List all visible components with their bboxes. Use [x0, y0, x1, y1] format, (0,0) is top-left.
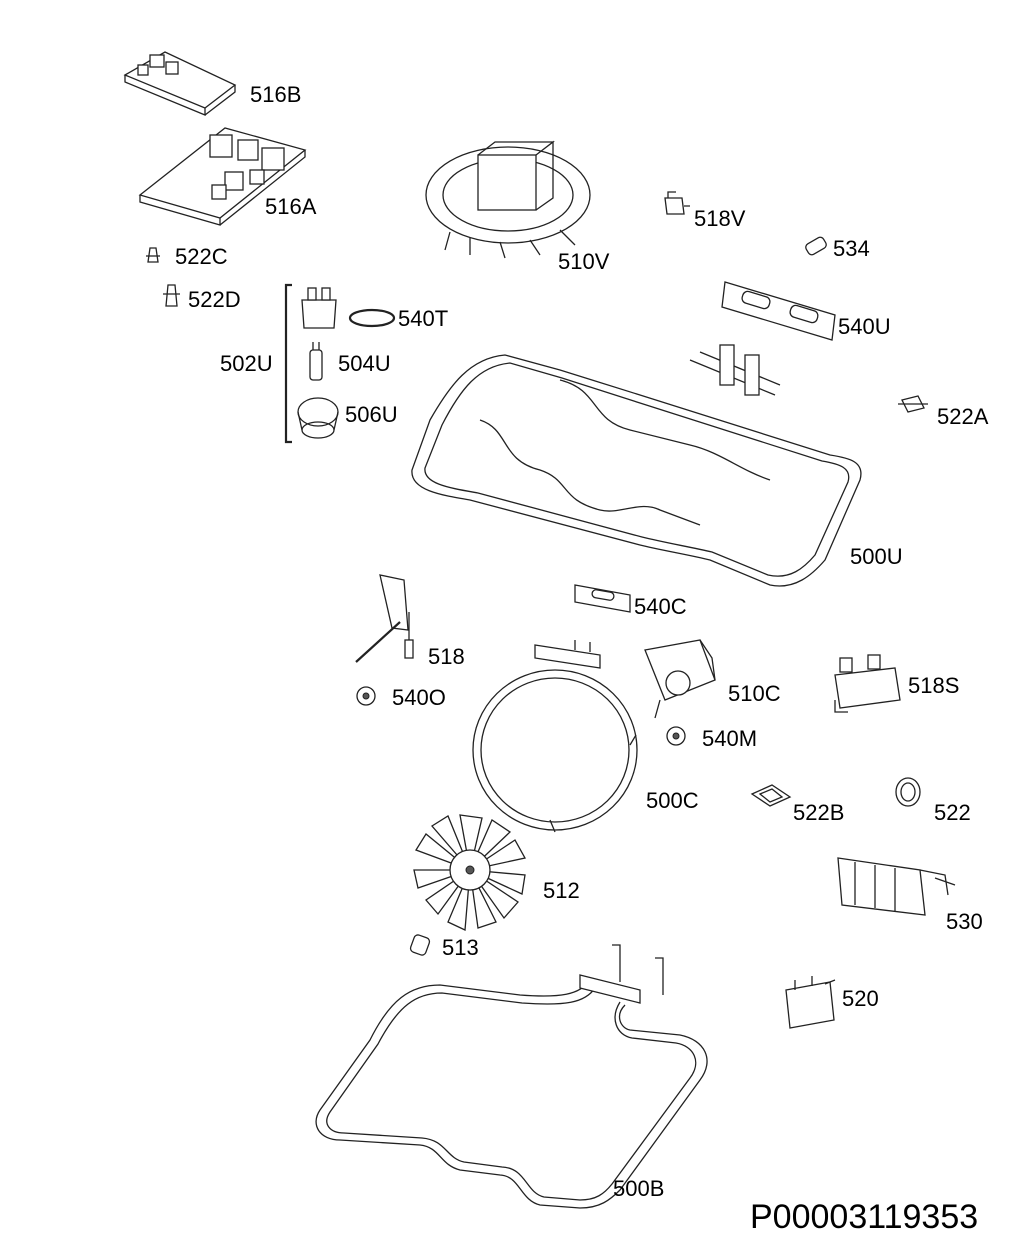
pcb-516b-part	[123, 51, 237, 116]
washer-540o-part	[356, 686, 376, 706]
label-540o: 540O	[392, 685, 446, 710]
label-516b: 516B	[250, 82, 302, 107]
label-500c: 500C	[646, 788, 699, 813]
lamp-holder-part	[301, 287, 337, 329]
washer-540m-part	[666, 726, 686, 746]
label-540m: 540M	[702, 726, 758, 751]
cooling-fan-510v-part	[425, 140, 591, 259]
terminal-block-530-part	[837, 857, 956, 916]
convection-motor-510c-part	[644, 639, 716, 719]
nut-513-part	[409, 934, 431, 956]
gasket-540u-part	[721, 281, 836, 341]
clip-522c-part	[146, 247, 160, 263]
label-504u: 504U	[338, 351, 391, 376]
fan-blade-512-part	[413, 814, 526, 931]
label-518s: 518S	[908, 673, 960, 698]
label-522a: 522A	[937, 404, 989, 429]
label-500u: 500U	[850, 544, 903, 569]
label-502u: 502U	[220, 351, 273, 376]
lamp-cover-506u-part	[297, 397, 339, 439]
label-540u: 540U	[838, 314, 891, 339]
clamp-522-part	[895, 777, 921, 807]
label-516a: 516A	[265, 194, 317, 219]
group-bracket-502u	[284, 283, 292, 444]
label-500b: 500B	[613, 1176, 665, 1201]
label-506u: 506U	[345, 402, 398, 427]
circular-element-500c-part	[472, 640, 638, 833]
pcb-516a-part	[138, 127, 307, 226]
switch-520-part	[785, 976, 836, 1029]
label-518: 518	[428, 644, 465, 669]
label-512: 512	[543, 878, 580, 903]
clip-522d-part	[163, 284, 180, 307]
gasket-540t-part	[348, 308, 396, 328]
label-540t: 540T	[398, 306, 449, 331]
thermostat-518s-part	[834, 654, 901, 713]
bulb-504u-part	[309, 342, 323, 381]
label-540c: 540C	[634, 594, 687, 619]
label-510c: 510C	[728, 681, 781, 706]
document-id: P00003119353	[750, 1198, 979, 1236]
gasket-540c-part	[574, 584, 631, 613]
rod-thermostat-518-part	[355, 574, 414, 663]
label-518v: 518V	[694, 206, 746, 231]
bottom-element-500b-part	[315, 944, 708, 1209]
label-530: 530	[946, 909, 983, 934]
label-522d: 522D	[188, 287, 241, 312]
label-522c: 522C	[175, 244, 228, 269]
label-522: 522	[934, 800, 971, 825]
bracket-522b-part	[750, 784, 792, 807]
clip-522a-part	[898, 395, 928, 413]
label-534: 534	[833, 236, 870, 261]
label-520: 520	[842, 986, 879, 1011]
thermostat-518v-part	[664, 191, 690, 215]
label-510v: 510V	[558, 249, 610, 274]
label-522b: 522B	[793, 800, 845, 825]
label-513: 513	[442, 935, 479, 960]
grill-element-500u-part	[411, 344, 862, 587]
plug-534-part	[805, 236, 827, 256]
